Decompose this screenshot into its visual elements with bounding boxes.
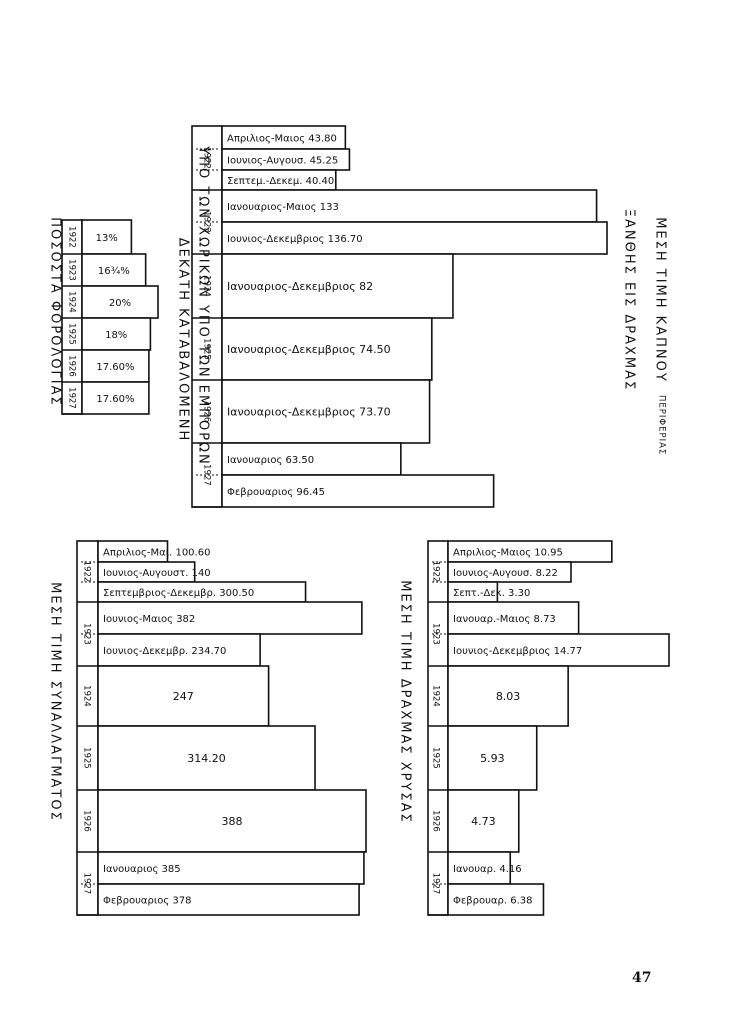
tax-data-label: 16¾% xyxy=(98,266,130,277)
tobacco-bar xyxy=(221,317,433,381)
tobacco-data-label: Ιουνιος-Αυγουσ. 45.25 xyxy=(227,156,338,167)
gold-data-label: 8.03 xyxy=(496,690,521,703)
exchange-year-column xyxy=(76,540,99,916)
gold-year-label: 1922 xyxy=(431,561,441,583)
gold-data-label: 5.93 xyxy=(480,752,505,765)
gold-data-label: Ιουνιος-Δεκεμβριος 14.77 xyxy=(453,646,582,657)
exchange-data-label: Φεβρουαριος 378 xyxy=(103,896,192,907)
gold-bar xyxy=(447,665,569,727)
exchange-bar xyxy=(97,665,270,727)
gold-bar xyxy=(447,851,512,885)
tax-year-label: 1927 xyxy=(67,387,77,409)
gold-bar xyxy=(447,883,545,916)
exchange-data-label: Απριλιος-Μαι. 100.60 xyxy=(103,548,210,559)
gold-data-label: Ιουνιος-Αυγουσ. 8.22 xyxy=(453,568,558,579)
gold-data-label: Απριλιος-Μαιος 10.95 xyxy=(453,548,563,559)
tax-data-label: 17.60% xyxy=(96,362,134,373)
tax-bar xyxy=(81,317,152,351)
exchange-data-label: 247 xyxy=(173,690,194,703)
gold-data-label: Ιανουαρ. 4.16 xyxy=(453,864,522,875)
tobacco-title-line-2: ΠΕΡΙΦΕΡΙΑΣ xyxy=(657,395,667,455)
exchange-year-label: 1924 xyxy=(82,685,92,707)
tax-data-label: 18% xyxy=(105,330,127,341)
tobacco-data-label: Σεπτεμ.-Δεκεμ. 40.40 xyxy=(227,176,334,187)
exchange-bar xyxy=(97,883,360,916)
tobacco-axis-title-2: ΔΕΚΑΤΗ ΚΑΤΑΒΑΛΟΜΕΝΗ xyxy=(176,238,191,443)
tax-bar xyxy=(81,381,150,415)
tax-year-label: 1923 xyxy=(67,259,77,281)
tobacco-year-label: 1927 xyxy=(202,464,212,486)
exchange-year-label: 1925 xyxy=(82,747,92,769)
tobacco-bar xyxy=(221,253,454,319)
gold-year-label: 1926 xyxy=(431,810,441,832)
tobacco-bar xyxy=(221,474,495,508)
page-number: 47 xyxy=(632,970,652,986)
tax-year-label: 1926 xyxy=(67,355,77,377)
tax-bar xyxy=(81,349,150,383)
exchange-data-label: Ιουνιος-Μαιος 382 xyxy=(103,614,195,625)
gold-data-label: Φεβρουαρ. 6.38 xyxy=(453,896,532,907)
exchange-bar xyxy=(97,851,365,885)
exchange-bar xyxy=(97,725,316,791)
tax-data-label: 20% xyxy=(109,298,131,309)
exchange-year-label: 1922 xyxy=(82,561,92,583)
gold-bar xyxy=(447,561,572,583)
exchange-data-label: 388 xyxy=(222,815,243,828)
tobacco-year-label: 1922 xyxy=(202,147,212,169)
gold-data-label: Σεπτ.-Δεκ. 3.30 xyxy=(453,588,530,599)
exchange-data-label: Ιουνιος-Δεκεμβρ. 234.70 xyxy=(103,646,226,657)
gold-year-label: 1924 xyxy=(431,685,441,707)
exchange-data-label: 314.20 xyxy=(187,752,226,765)
gold-bar xyxy=(447,725,538,791)
gold-data-label: Ιανουαρ.-Μαιος 8.73 xyxy=(453,614,556,625)
tobacco-data-label: Ιανουαριος-Δεκεμβριος 74.50 xyxy=(227,343,391,356)
exchange-data-label: Ιουνιος-Αυγουστ. 140 xyxy=(103,568,211,579)
gold-bar xyxy=(447,633,670,667)
gold-bar xyxy=(447,789,520,853)
exchange-year-label: 1923 xyxy=(82,623,92,645)
gold-year-column xyxy=(427,540,449,916)
tobacco-year-label: 1923 xyxy=(202,211,212,233)
tobacco-title-line-1: ΜΕΣΗ ΤΙΜΗ ΚΑΠΝΟΥ xyxy=(653,217,668,383)
tax-year-label: 1925 xyxy=(67,323,77,345)
tax-data-label: 17.60% xyxy=(96,394,134,405)
gold-year-label: 1925 xyxy=(431,747,441,769)
tobacco-bar xyxy=(221,379,431,444)
tax-year-label: 1924 xyxy=(67,291,77,313)
exchange-data-label: Ιανουαριος 385 xyxy=(103,864,181,875)
exchange-year-label: 1927 xyxy=(82,873,92,895)
exchange-title: ΜΕΣΗ ΤΙΜΗ ΣΥΝΑΛΛΑΓΜΑΤΟΣ xyxy=(48,582,63,822)
exchange-data-label: Σεπτεμβριος-Δεκεμβρ. 300.50 xyxy=(103,588,254,599)
tobacco-year-label: 1925 xyxy=(202,338,212,360)
tax-data-label: 13% xyxy=(96,233,118,244)
tobacco-data-label: Ιουνιος-Δεκεμβριος 136.70 xyxy=(227,234,363,245)
gold-data-label: 4.73 xyxy=(471,815,496,828)
tobacco-data-label: Ιανουαριος 63.50 xyxy=(227,455,314,466)
tax-bar xyxy=(81,253,147,287)
tobacco-data-label: Φεβρουαριος 96.45 xyxy=(227,487,325,498)
tobacco-data-label: Ιανουαριος-Δεκεμβριος 82 xyxy=(227,280,373,293)
tobacco-year-label: 1926 xyxy=(202,401,212,423)
gold-title: ΜΕΣΗ ΤΙΜΗ ΔΡΑΧΜΑΣ ΧΡΥΣΑΣ xyxy=(398,580,413,823)
tobacco-title-line-3: ΞΑΝΘΗΣ ΕΙΣ ΔΡΑΧΜΑΣ xyxy=(622,209,637,391)
tax-year-column xyxy=(61,219,83,415)
tobacco-data-label: Ιανουαριος-Μαιος 133 xyxy=(227,202,339,213)
tax-chart: 13% 16¾% 20% 18% 17.60% 17.60% xyxy=(61,219,159,415)
tax-year-label: 1922 xyxy=(67,226,77,248)
gold-year-label: 1927 xyxy=(431,873,441,895)
tobacco-data-label: Απριλιος-Μαιος 43.80 xyxy=(227,134,337,145)
exchange-year-label: 1926 xyxy=(82,810,92,832)
tobacco-year-label: 1924 xyxy=(202,275,212,297)
tobacco-data-label: Ιανουαριος-Δεκεμβριος 73.70 xyxy=(227,406,391,419)
exchange-bar xyxy=(97,601,363,635)
tobacco-axis-title-1: ΥΠΟ ΤΩΝ ΧΩΡΙΚΩΝ ΥΠΟ ΤΩΝ ΕΜΠΟΡΩΝ xyxy=(196,145,211,465)
tobacco-bar xyxy=(221,189,598,223)
gold-year-label: 1923 xyxy=(431,623,441,645)
tax-title: ΠΟΣΟΣΤΑ ΦΟΡΟΛΟΓΙΑΣ xyxy=(48,217,63,406)
exchange-bar xyxy=(97,789,367,853)
